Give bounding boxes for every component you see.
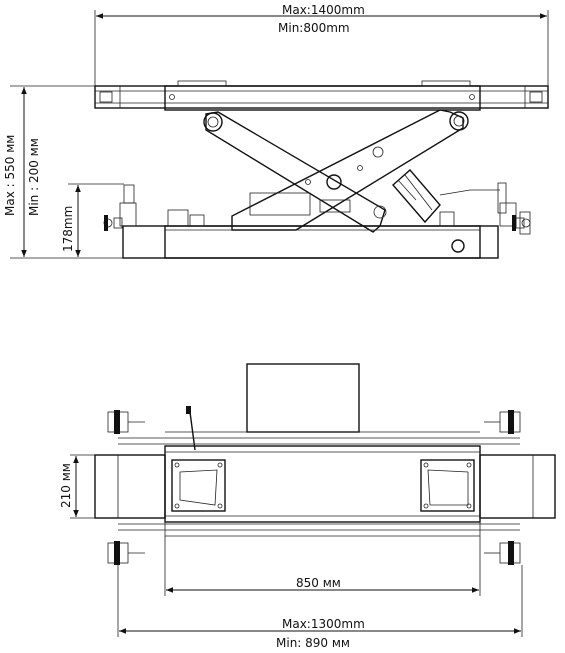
base-height-label: 178mm [61,206,75,252]
lift-platform [94,80,549,111]
scissor-arms [203,109,469,233]
pump-housing [246,363,360,433]
release-lever [186,406,196,451]
base-height-dimension: 178mm [61,183,124,257]
base-wheels [103,184,531,235]
lift-base [122,209,499,259]
pad-width-dimension: 210 мм [59,454,95,519]
arm-min-label: Min: 890 мм [276,636,350,650]
bolt-plate-right [420,459,475,512]
wheels-top-view [107,410,521,565]
width-min-label: Min:800mm [278,21,350,35]
width-max-label: Max:1400mm [282,3,365,17]
width-dimension: Max:1400mm Min:800mm [94,3,549,88]
telescopic-rails [118,431,520,537]
arm-max-label: Max:1300mm [282,617,365,631]
base-length-dimension: 850 мм [164,522,481,596]
top-view: 210 мм 850 мм Max:1300mm Min: 890 мм [59,363,556,650]
base-length-label: 850 мм [296,576,341,590]
height-min-label: Min : 200 мм [27,138,41,216]
height-dimension: Max : 550 мм Min : 200 мм [3,85,123,259]
side-pads [94,454,556,519]
pad-width-label: 210 мм [59,463,73,508]
bolt-plate-left [171,459,226,512]
hydraulic-cylinder [249,169,507,224]
side-view: Max:1400mm Min:800mm [3,3,549,259]
height-max-label: Max : 550 мм [3,135,17,216]
arm-span-dimension: Max:1300mm Min: 890 мм [117,565,523,650]
